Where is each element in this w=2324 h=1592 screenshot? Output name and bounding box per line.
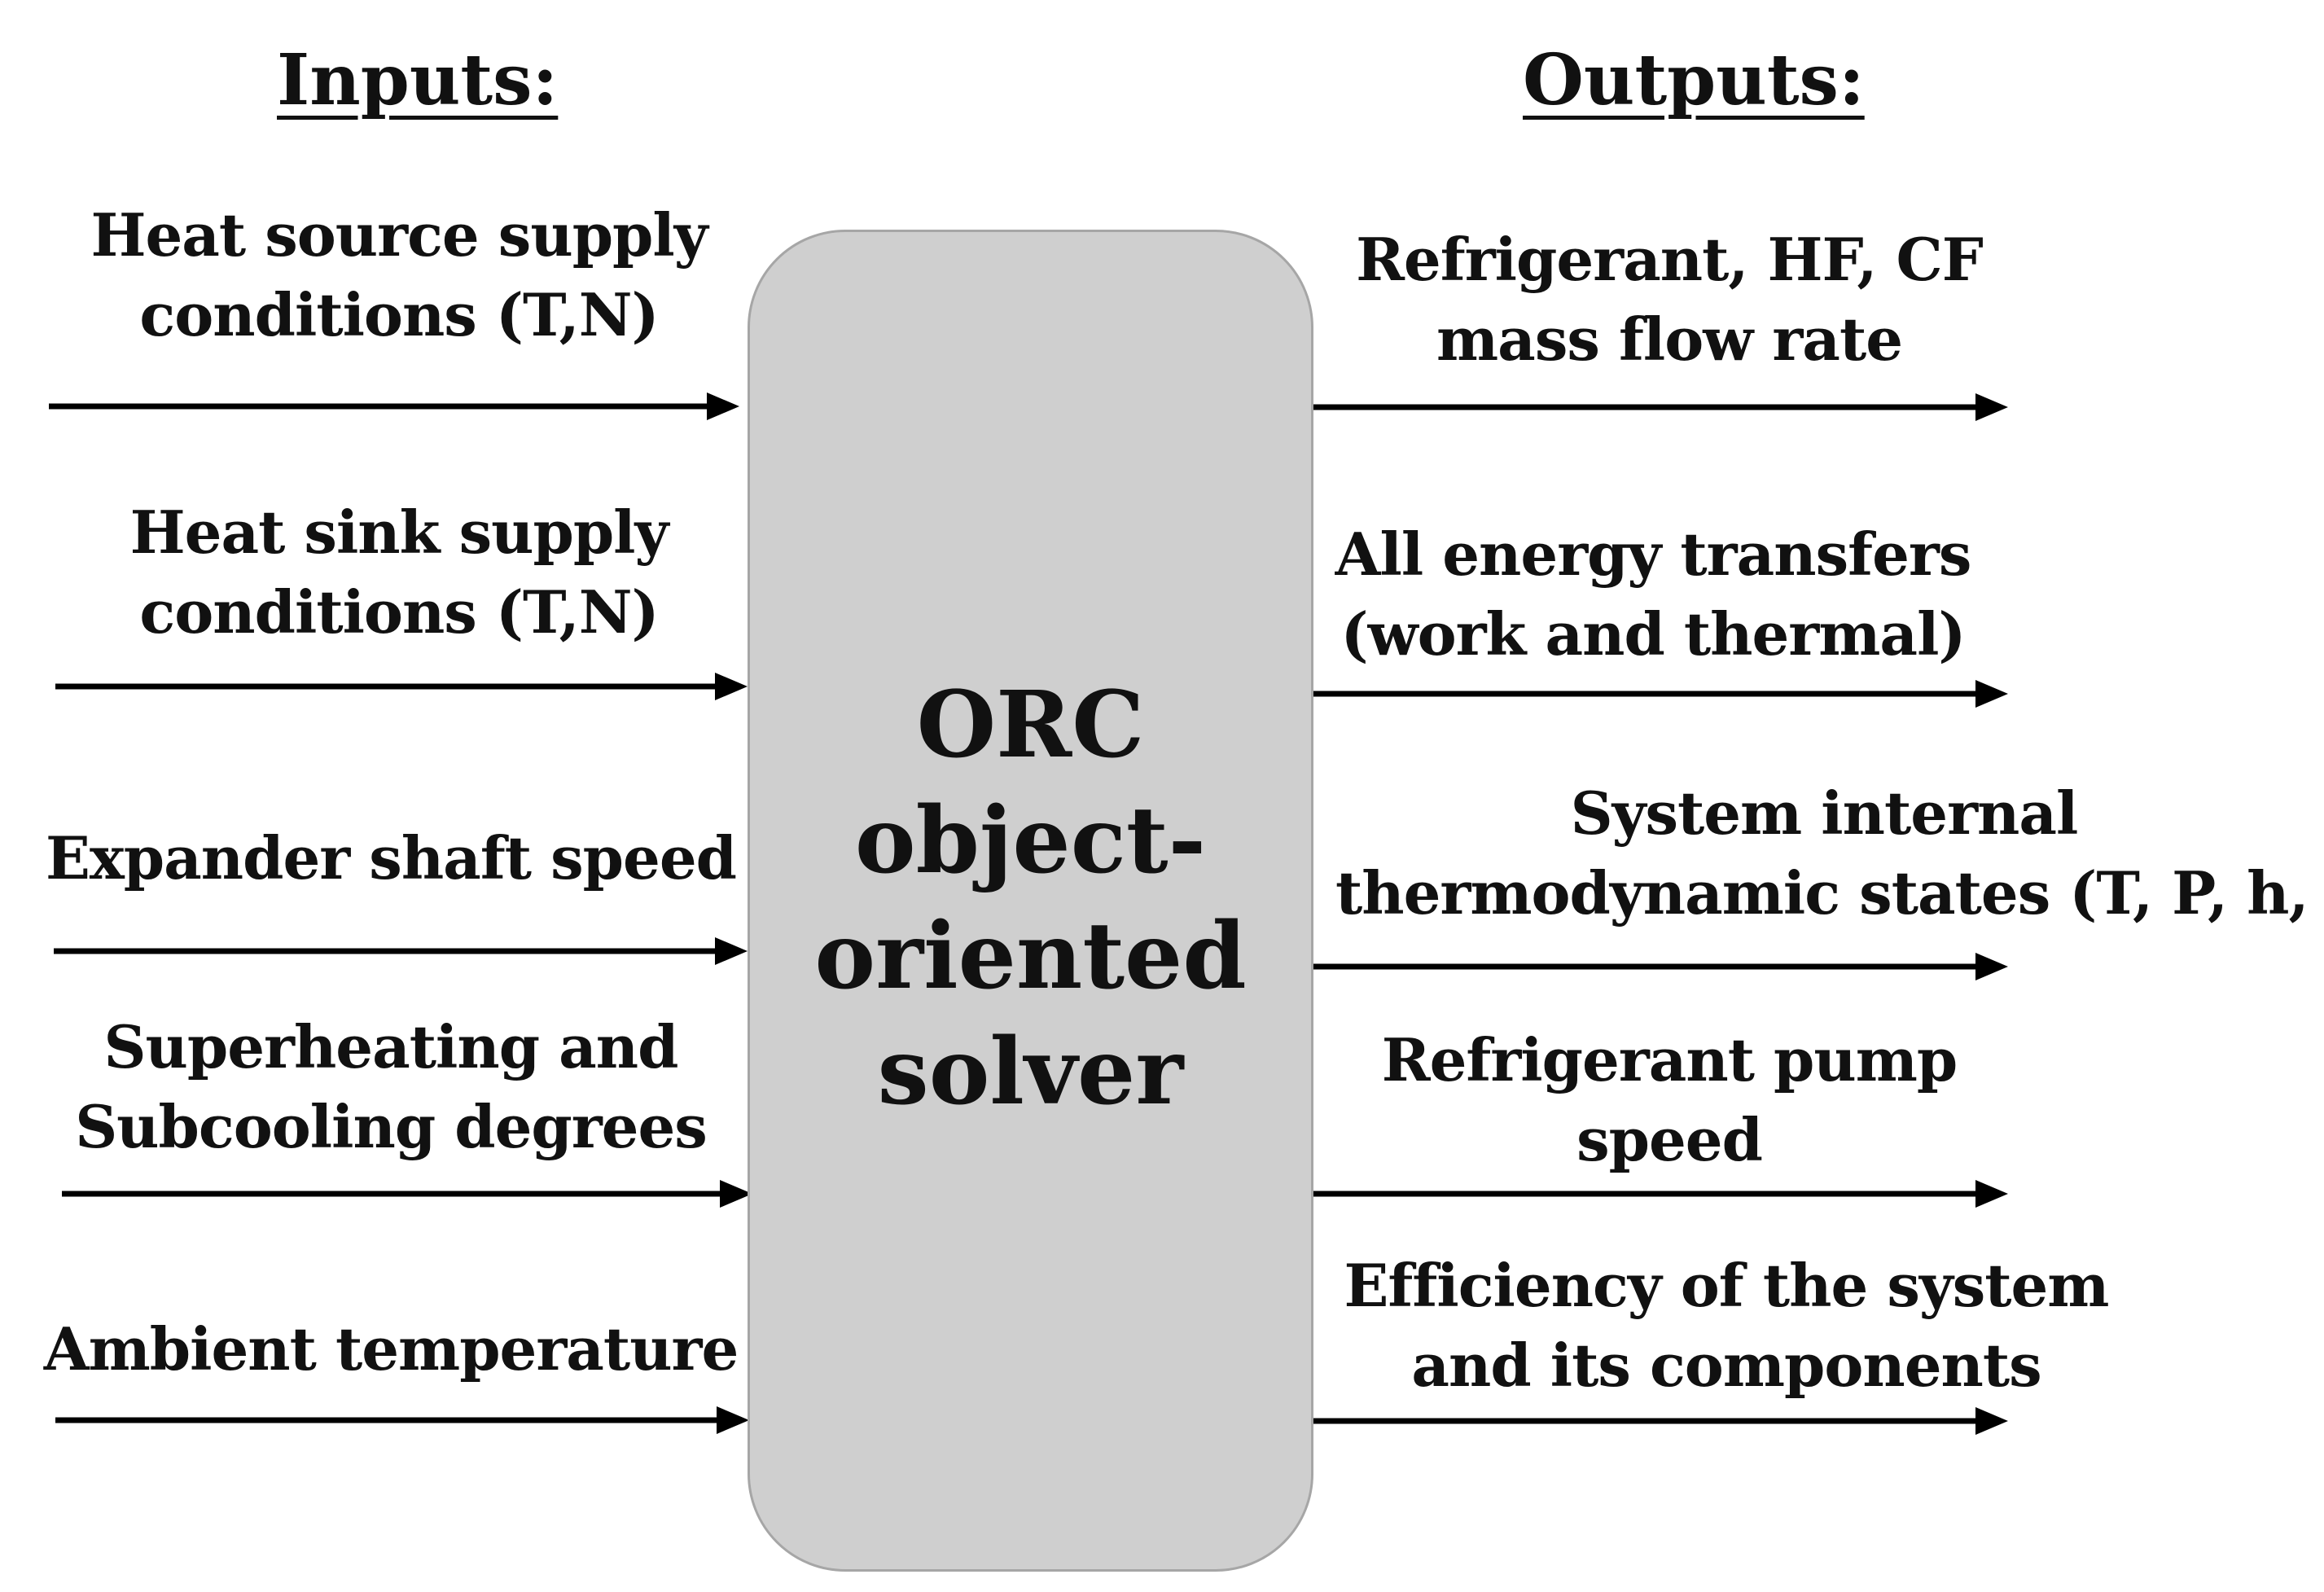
label-line: Heat sink supply [129,498,669,567]
label-line: Efficiency of the system [1344,1251,2110,1320]
label-line: conditions (T,N) [139,577,659,647]
label-line: Refrigerant pump [1381,1025,1958,1094]
label-line: Heat source supply [90,200,708,270]
label-line: Expander shaft speed [46,823,737,892]
input-arrow-5 [55,1406,749,1434]
output-label-efficiency: Efficiency of the system and its compone… [1335,1246,2117,1406]
output-label-pump-speed: Refrigerant pump speed [1311,1020,2028,1180]
label-line: All energy transfers [1335,520,1972,589]
output-arrow-2 [1307,680,2008,708]
input-label-heat-source: Heat source supply conditions (T,N) [49,195,749,355]
label-line: (work and thermal) [1340,599,1967,669]
output-arrow-4 [1307,1180,2008,1208]
output-arrow-3 [1307,953,2008,980]
input-label-superheating: Superheating and Subcooling degrees [33,1007,749,1167]
solver-title-line: solver [877,1019,1184,1125]
label-line: thermodynamic states (T, P, h, S) [1335,858,2324,928]
solver-box [748,230,1313,1572]
solver-title: ORC object- oriented solver [748,668,1313,1130]
output-label-thermodynamic-states: System internal thermodynamic states (T,… [1335,774,2324,933]
label-line: Superheating and [103,1012,679,1081]
output-arrow-5 [1307,1407,2008,1435]
output-label-energy-transfers: All energy transfers (work and thermal) [1295,515,2011,674]
input-arrow-1 [49,393,739,420]
solver-title-line: oriented [814,903,1247,1010]
label-line: speed [1576,1105,1763,1174]
label-line: conditions (T,N) [139,280,659,349]
input-arrow-3 [54,937,748,965]
input-arrow-4 [62,1180,752,1208]
outputs-heading: Outputs: [1523,39,1865,121]
label-line: Ambient temperature [43,1314,739,1384]
label-line: Refrigerant, HF, CF [1356,225,1984,294]
label-line: Subcooling degrees [75,1092,708,1161]
input-arrow-2 [55,673,748,700]
solver-title-line: ORC [916,672,1145,778]
inputs-heading: Inputs: [277,39,559,121]
solver-title-line: object- [854,787,1207,894]
output-arrow-1 [1307,393,2008,421]
input-label-ambient-temperature: Ambient temperature [33,1309,749,1389]
label-line: and its components [1411,1331,2041,1400]
input-label-heat-sink: Heat sink supply conditions (T,N) [49,493,749,652]
output-label-mass-flow: Refrigerant, HF, CF mass flow rate [1311,220,2028,379]
label-line: System internal [1570,778,2079,848]
input-label-expander-speed: Expander shaft speed [33,818,749,898]
label-line: mass flow rate [1436,305,1903,374]
